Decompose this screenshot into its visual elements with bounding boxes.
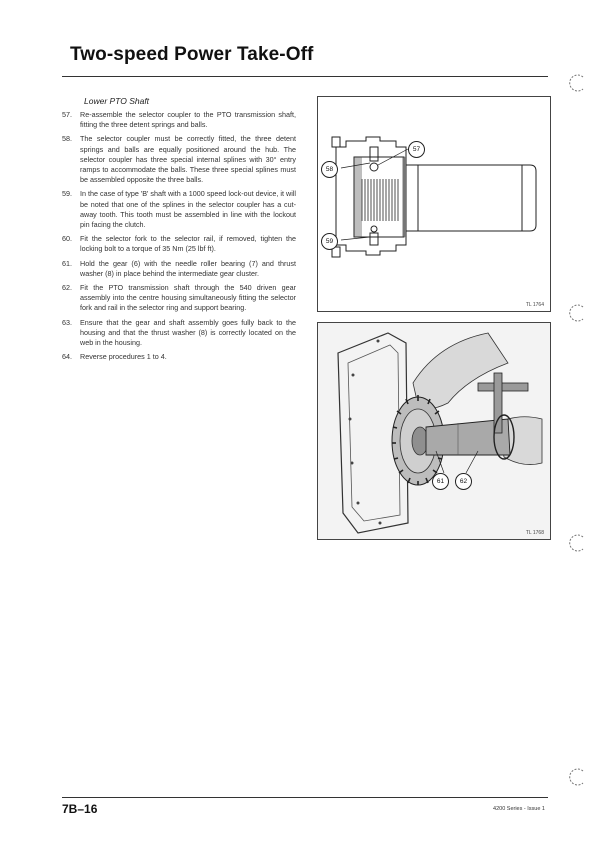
step-61: 61. Hold the gear (6) with the needle rol… (62, 259, 296, 279)
step-text: Fit the PTO transmission shaft through t… (80, 283, 296, 313)
step-number: 59. (62, 189, 72, 199)
step-number: 62. (62, 283, 72, 293)
step-text: The selector coupler must be correctly f… (80, 134, 296, 185)
step-number: 60. (62, 234, 72, 244)
coupler-section-drawing (331, 136, 537, 258)
figure-reference: TL 1764 (525, 302, 544, 308)
step-57: 57. Re-assemble the selector coupler to t… (62, 110, 296, 130)
step-text: Hold the gear (6) with the needle roller… (80, 258, 296, 278)
figure-selector-coupler-section: 58 57 59 TL 1764 (317, 96, 551, 312)
callout-62: 62 (455, 473, 472, 490)
step-number: 58. (62, 134, 72, 144)
step-text: Ensure that the gear and shaft assembly … (80, 317, 296, 348)
step-text: Re-assemble the selector coupler to the … (80, 110, 296, 130)
callout-61: 61 (432, 473, 449, 490)
gear-shaft-photo (318, 323, 550, 539)
figure-gear-shaft-installation: 61 62 TL 1768 (317, 322, 551, 540)
callout-58: 58 (321, 161, 338, 178)
step-63: 63. Ensure that the gear and shaft assemb… (62, 318, 296, 349)
header-rule (62, 76, 548, 77)
figure-reference: TL 1768 (525, 530, 544, 536)
section-heading: Lower PTO Shaft (84, 96, 150, 106)
footer-rule (62, 797, 548, 798)
step-number: 63. (62, 317, 72, 327)
step-60: 60. Fit the selector fork to the selector… (62, 234, 296, 254)
step-62: 62. Fit the PTO transmission shaft throug… (62, 283, 296, 314)
procedure-steps: 57. Re-assemble the selector coupler to t… (62, 110, 296, 366)
punch-hole-icon (569, 304, 584, 322)
issue-label: 4200 Series - Issue 1 (493, 806, 545, 812)
page-number: 7B–16 (62, 802, 98, 816)
step-59: 59. In the case of type 'B' shaft with a … (62, 189, 296, 230)
step-number: 57. (62, 110, 72, 119)
punch-hole-icon (569, 768, 584, 786)
step-number: 64. (62, 352, 72, 362)
step-text: Fit the selector fork to the selector ra… (80, 234, 296, 254)
punch-hole-icon (569, 534, 584, 552)
callout-59: 59 (321, 233, 338, 250)
punch-hole-icon (569, 74, 584, 92)
step-number: 61. (62, 258, 72, 268)
step-text: In the case of type 'B' shaft with a 100… (80, 189, 296, 230)
step-64: 64. Reverse procedures 1 to 4. (62, 352, 296, 362)
page-title: Two-speed Power Take-Off (70, 44, 314, 65)
callout-57: 57 (408, 141, 425, 158)
step-58: 58. The selector coupler must be correctl… (62, 134, 296, 185)
step-text: Reverse procedures 1 to 4. (80, 352, 167, 362)
